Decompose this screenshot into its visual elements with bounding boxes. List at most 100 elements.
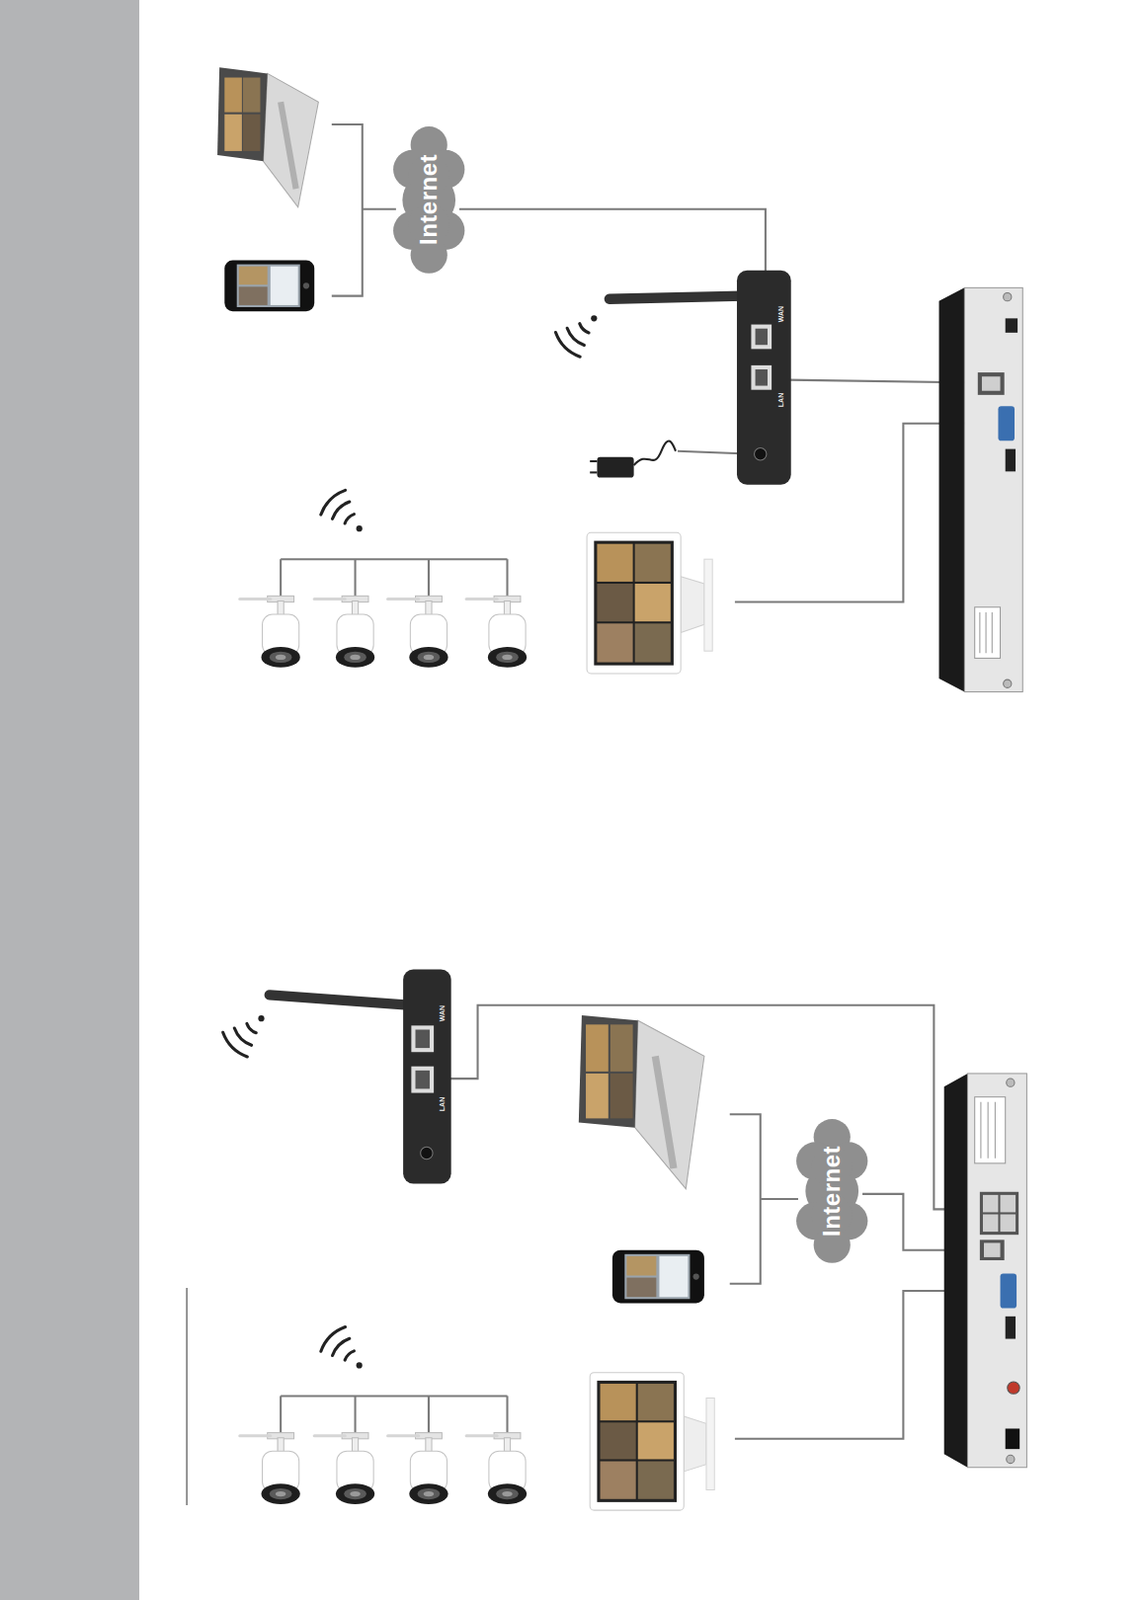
nvr-recorder xyxy=(939,287,1024,692)
laptop-icon xyxy=(280,101,296,189)
camera-icon xyxy=(240,1433,301,1505)
monitor-icon xyxy=(635,623,671,662)
laptop-icon xyxy=(243,78,261,113)
illustration-group xyxy=(186,67,1027,1511)
monitor-icon xyxy=(635,544,671,582)
phone-icon xyxy=(693,1273,700,1280)
laptop-icon xyxy=(217,67,268,162)
nvr-recorder xyxy=(994,1102,996,1159)
nvr-recorder xyxy=(939,287,966,692)
wire xyxy=(427,559,430,597)
laptop-icon xyxy=(635,1020,705,1189)
router-icon xyxy=(403,970,452,1185)
nvr-recorder xyxy=(987,1102,989,1159)
phone-icon xyxy=(237,264,301,308)
router-icon xyxy=(415,1070,430,1090)
wire xyxy=(427,1395,430,1434)
nvr-recorder xyxy=(997,406,1015,441)
router-icon xyxy=(750,365,772,391)
nvr-recorder xyxy=(1007,1382,1020,1394)
laptop-icon xyxy=(263,73,320,207)
cloud-label: Internet xyxy=(817,1145,846,1237)
camera-icon xyxy=(466,1433,527,1505)
power-adapter xyxy=(634,441,676,467)
router-icon xyxy=(736,270,792,486)
phone-icon xyxy=(303,282,310,289)
port-label: LAN xyxy=(438,1097,446,1112)
power-adapter xyxy=(589,441,676,479)
router-icon xyxy=(750,325,772,350)
phone-icon xyxy=(658,1256,688,1298)
router-icon xyxy=(269,994,409,1005)
monitor-icon xyxy=(596,623,633,662)
nvr-recorder xyxy=(964,287,1023,692)
cloud-label: Internet xyxy=(414,154,443,245)
laptop-icon xyxy=(585,1073,609,1119)
router-icon xyxy=(609,296,743,300)
phone-icon xyxy=(224,259,315,312)
wire xyxy=(362,208,397,211)
router-icon xyxy=(755,328,768,346)
nvr-recorder xyxy=(978,612,980,653)
nvr-recorder xyxy=(975,1097,1006,1164)
nvr-recorder xyxy=(981,376,1001,391)
monitor-icon xyxy=(589,1373,684,1511)
wire xyxy=(279,559,282,597)
router-icon xyxy=(415,1029,430,1049)
laptop-icon xyxy=(578,1015,639,1129)
monitor-icon xyxy=(600,1462,637,1500)
phone-icon xyxy=(224,259,315,312)
phone-icon xyxy=(270,266,299,306)
wire xyxy=(280,1394,507,1397)
nvr-recorder xyxy=(1006,1078,1015,1087)
monitor-icon xyxy=(586,532,713,674)
nvr-recorder xyxy=(1006,1455,1015,1464)
wifi-symbol xyxy=(223,1015,265,1058)
monitor-icon xyxy=(638,1462,674,1500)
nvr-recorder xyxy=(1005,318,1018,332)
laptop-icon xyxy=(610,1073,634,1119)
wire xyxy=(730,1114,761,1285)
wire xyxy=(279,1395,282,1434)
router-icon xyxy=(410,1066,434,1094)
laptop-icon xyxy=(224,78,243,113)
camera-icon xyxy=(388,1433,449,1505)
phone-icon xyxy=(626,1256,656,1277)
power-adapter xyxy=(596,457,634,479)
camera-icon xyxy=(240,595,301,667)
laptop-icon xyxy=(654,1056,674,1169)
nvr-recorder xyxy=(983,1242,1001,1257)
nvr-recorder xyxy=(944,1073,969,1468)
camera-icon xyxy=(388,595,449,667)
laptop-icon xyxy=(578,1015,705,1190)
nvr-recorder xyxy=(1005,1316,1016,1340)
laptop-icon xyxy=(243,114,261,152)
wire xyxy=(760,1198,799,1201)
monitor-icon xyxy=(704,559,713,651)
camera-icon xyxy=(466,595,527,667)
phone-icon xyxy=(612,1250,705,1304)
laptop-icon xyxy=(610,1024,634,1072)
port-label: WAN xyxy=(438,1005,446,1022)
power-adapter xyxy=(589,460,597,463)
router-icon xyxy=(755,369,768,387)
nvr-recorder xyxy=(1003,293,1012,302)
laptop-icon xyxy=(217,67,319,208)
port-label: LAN xyxy=(777,393,785,407)
wire xyxy=(459,209,766,326)
nvr-recorder xyxy=(977,372,1005,396)
phone-icon xyxy=(626,1278,656,1299)
divider-line xyxy=(186,1288,188,1506)
wifi-symbol xyxy=(321,1327,363,1370)
power-adapter xyxy=(589,471,597,474)
monitor-icon xyxy=(638,1383,674,1421)
phone-icon xyxy=(239,286,268,306)
monitor-icon xyxy=(600,1383,637,1421)
monitor-icon xyxy=(706,1397,715,1490)
monitor-icon xyxy=(680,576,705,634)
wire xyxy=(331,124,363,297)
wire xyxy=(354,1395,357,1434)
router-icon xyxy=(420,1146,433,1159)
internet-cloud: Internet xyxy=(391,124,467,276)
